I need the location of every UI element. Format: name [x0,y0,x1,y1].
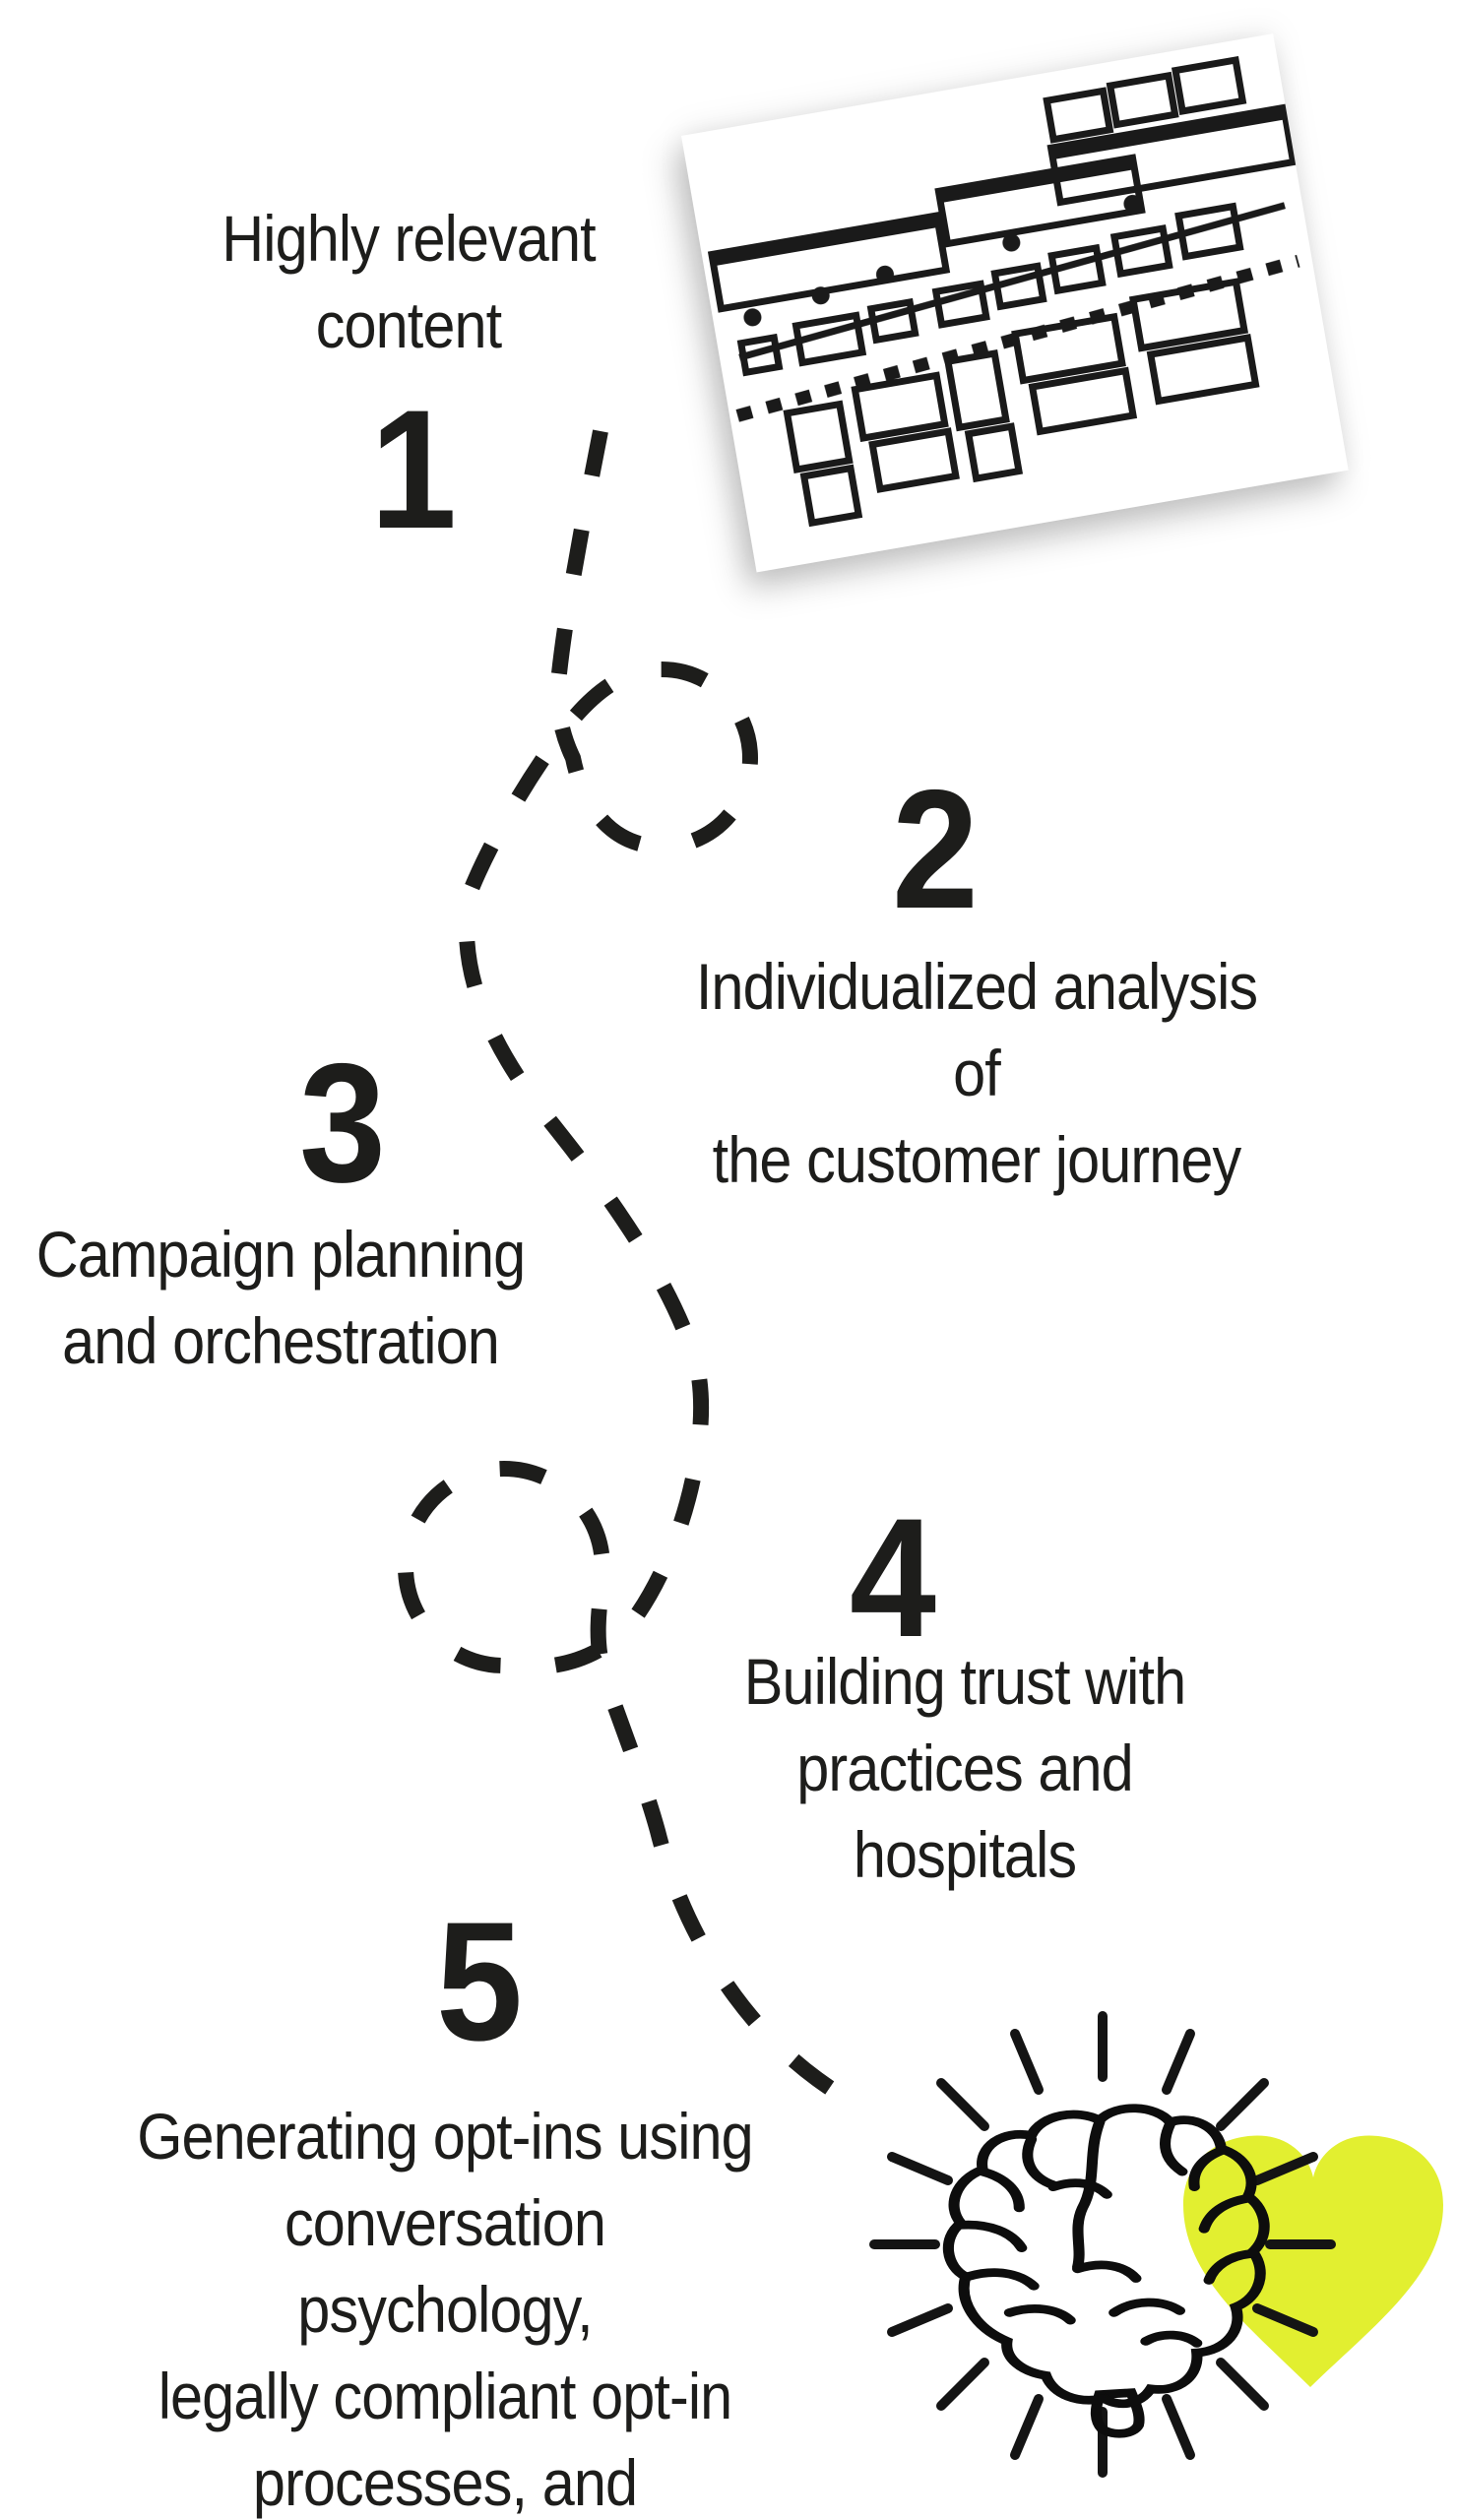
sketch-bar [707,211,951,313]
sketch-card [1028,366,1138,436]
sketch-flow-box [736,333,784,377]
sketch-card [868,427,960,493]
sketch-card [1146,334,1260,406]
sketch-box [1043,87,1114,144]
sketch-card [783,400,854,474]
sketch-dot [811,286,830,305]
sketch-dot [743,308,762,327]
sketch-card [964,422,1024,483]
sketch-dotted-line [735,254,1300,422]
sketch-flow-box [792,311,867,367]
sketch-dot [1002,233,1021,252]
step-3-number: 3 [298,1029,387,1218]
sketch-dot [1123,194,1142,213]
sketch-bar [934,154,1146,248]
sketch-flow-box [990,262,1047,311]
step-4-number: 4 [849,1483,937,1672]
sketch-dot [875,265,894,284]
sketch-card [1011,312,1126,385]
sketch-box [1171,55,1247,116]
sketch-card [851,371,949,443]
wireframe-sketch [707,55,1300,528]
step-1-number: 1 [369,375,458,564]
brain-heart-illustration [869,2011,1443,2478]
brain-icon [942,2104,1270,2438]
rays-icon [869,2011,1336,2478]
step-5-label: Generating opt-ins using conversation ps… [137,2100,753,2519]
sketch-flow-line [738,202,1286,361]
sketch-card [799,464,863,528]
step-4-label: Building trust with practices and hospit… [743,1645,1186,1891]
sketch-card [943,349,1010,432]
wireframe-card-illustration [681,33,1349,573]
sketch-flow-box [1174,202,1244,261]
sketch-flow-box [931,280,990,329]
sketch-flow-box [866,297,919,345]
step-5-number: 5 [435,1887,524,2076]
sketch-box [1106,71,1179,129]
sketch-flow-box [1109,224,1173,279]
step-2-number: 2 [891,755,980,944]
step-3-label: Campaign planning and orchestration [35,1218,526,1377]
sketch-card [1128,278,1249,352]
step-2-label: Individualized analysis of the customer … [695,950,1258,1196]
step-1-label: Highly relevant content [222,202,596,361]
sketch-flow-box [1047,243,1107,295]
